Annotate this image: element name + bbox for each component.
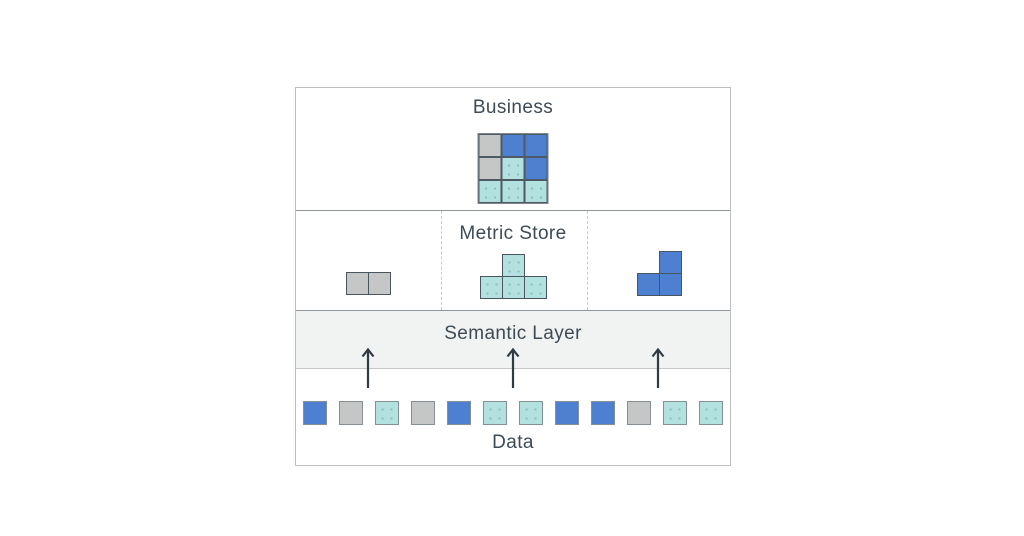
business-grid-cell-blue (524, 134, 548, 157)
data-square-blue (591, 401, 615, 425)
data-square-blue (303, 401, 327, 425)
data-square-teal (375, 401, 399, 425)
metric-shape-cell-teal (524, 276, 547, 299)
metric-shape-blue-corner (637, 251, 682, 296)
data-square-gray (411, 401, 435, 425)
business-grid-cell-teal (478, 180, 502, 203)
metric-shape-cell-teal (502, 254, 525, 277)
diagram-box: Business Metric Store Semantic Layer Dat… (295, 87, 731, 466)
data-square-gray (339, 401, 363, 425)
layer-business: Business (296, 88, 730, 211)
data-square-blue (555, 401, 579, 425)
data-square-gray (627, 401, 651, 425)
data-square-blue (447, 401, 471, 425)
metric-cell-divider (441, 211, 442, 310)
layer-data: Data (296, 369, 730, 465)
business-grid-cell-gray (478, 157, 502, 180)
metric-shape-cell-blue (637, 273, 660, 296)
business-grid-cell-blue (524, 157, 548, 180)
metric-shape-cell-blue (659, 273, 682, 296)
up-arrow-icon (361, 347, 375, 388)
data-square-teal (699, 401, 723, 425)
business-grid-cell-gray (478, 134, 502, 157)
semantic-layer-label: Semantic Layer (444, 323, 582, 344)
metric-shape-cell-teal (480, 276, 503, 299)
data-square-teal (483, 401, 507, 425)
business-grid-cell-teal (501, 157, 525, 180)
business-grid-cell-teal (524, 180, 548, 203)
metric-shape-teal-tee (480, 254, 547, 299)
data-square-teal (519, 401, 543, 425)
business-label: Business (472, 97, 554, 118)
data-row (296, 401, 730, 425)
metric-shape-cell-gray (346, 272, 369, 295)
metric-cell-divider (587, 211, 588, 310)
up-arrow-icon (506, 347, 520, 388)
metric-shape-cell-gray (368, 272, 391, 295)
metric-store-label: Metric Store (459, 223, 567, 244)
up-arrow-icon (651, 347, 665, 388)
layer-metric-store: Metric Store (296, 211, 730, 311)
data-square-teal (663, 401, 687, 425)
data-label: Data (492, 432, 534, 453)
metric-shape-gray-pair (346, 272, 391, 295)
business-grid-cell-teal (501, 180, 525, 203)
business-grid-cell-blue (501, 134, 525, 157)
metric-shape-cell-blue (659, 251, 682, 274)
metric-shape-cell-teal (502, 276, 525, 299)
business-grid (477, 133, 549, 204)
